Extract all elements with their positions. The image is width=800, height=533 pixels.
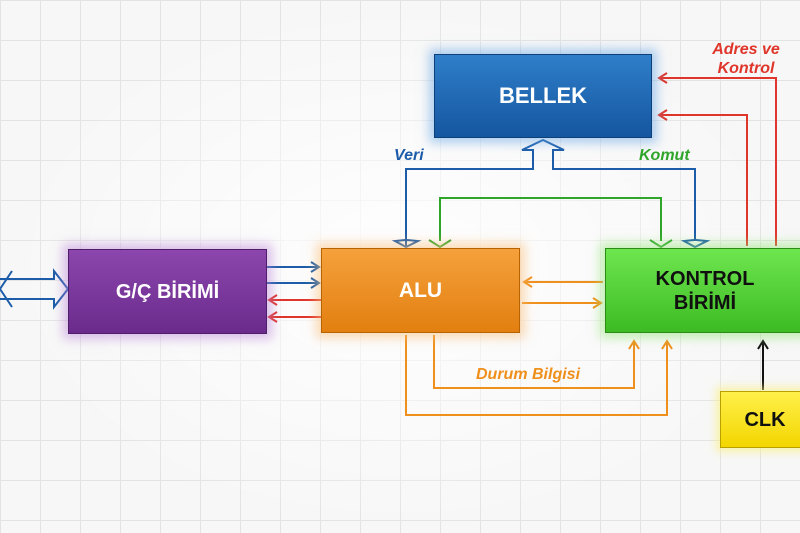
status-wire-2: [405, 335, 673, 416]
status-wire-1: [433, 335, 640, 389]
command-bus-label: Komut: [639, 147, 690, 164]
kontrol-to-alu-wire: [522, 276, 603, 288]
gc-unit-block: G/Ç BİRİMİ: [68, 249, 267, 334]
alu-block: ALU: [321, 248, 520, 333]
alu-to-kontrol-wire: [522, 297, 603, 309]
data-bus-label: Veri: [394, 147, 424, 164]
status-info-label: Durum Bilgisi: [476, 366, 581, 383]
data-bus-wire: [391, 138, 711, 249]
gc-to-alu-wire-2: [267, 277, 321, 289]
address-control-wire-2: [657, 109, 748, 246]
gc-to-alu-wire-1: [267, 261, 321, 273]
control-unit-block: KONTROL BİRİMİ: [605, 248, 800, 333]
external-bus-arrow: [0, 268, 70, 310]
clock-wire: [757, 339, 769, 390]
bellek-label: BELLEK: [499, 82, 587, 108]
alu-to-gc-wire-1: [267, 294, 321, 306]
bellek-block: BELLEK: [434, 54, 652, 138]
control-unit-label: KONTROL BİRİMİ: [655, 267, 755, 314]
command-bus-wire: [428, 197, 673, 249]
clock-label: CLK: [744, 408, 786, 431]
gc-unit-label: G/Ç BİRİMİ: [115, 280, 220, 303]
address-control-label: Adres ve Kontrol: [712, 41, 780, 78]
alu-label: ALU: [398, 278, 443, 302]
clock-block: CLK: [720, 391, 800, 448]
address-control-wire-1: [657, 72, 777, 246]
alu-to-gc-wire-2: [267, 311, 321, 323]
